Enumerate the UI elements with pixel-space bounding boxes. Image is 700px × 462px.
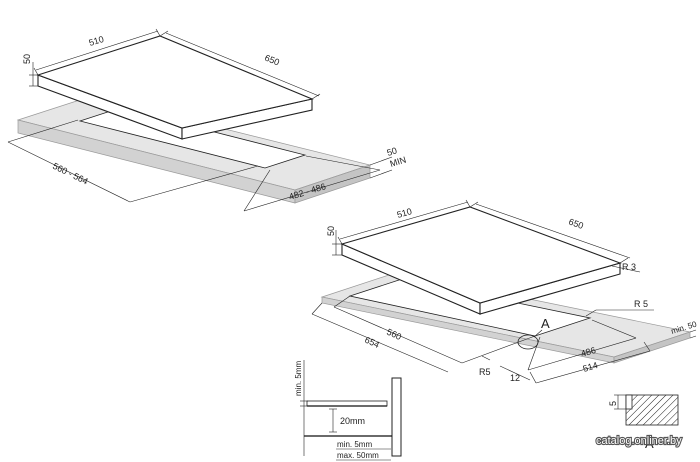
bottom-detail-marker-label: A <box>541 316 550 331</box>
top-dim-width-label: 510 <box>88 34 105 48</box>
detail-a-marker-label: A <box>645 436 654 451</box>
top-dim-height-label: 50 <box>22 54 32 64</box>
top-min-clearance: 50 MIN <box>369 145 408 179</box>
watermark: catalog.onliner.by <box>596 435 682 447</box>
bottom-edge-offset: 12 <box>499 365 531 383</box>
top-dim-height: 50 <box>22 54 38 87</box>
top-dim-width: 510 <box>33 28 161 76</box>
bottom-diagram: 510 650 50 R 3 R 5 <box>311 199 698 384</box>
top-min-unit: MIN <box>389 155 408 169</box>
top-countertop <box>16 95 372 204</box>
bottom-dim-counter-depth-label: 654 <box>363 335 381 350</box>
bottom-dim-height: 50 <box>326 226 342 256</box>
section-gap-min-label: min. 5mm <box>337 440 372 449</box>
bottom-radius-corner-label: R 3 <box>622 262 636 272</box>
bottom-radius-cutout: R 5 <box>585 299 654 317</box>
bottom-dim-counter-width: 514 <box>529 341 651 384</box>
bottom-corner-r5-label: R5 <box>479 367 491 377</box>
bottom-dim-width: 510 <box>337 199 471 245</box>
bottom-radius-cutout-label: R 5 <box>634 299 648 309</box>
top-dim-depth-label: 650 <box>263 53 281 68</box>
section-depth-label: 20mm <box>340 416 365 426</box>
detail-a: 5 A <box>608 394 679 451</box>
section-gap-max-label: max. 50mm <box>337 451 379 460</box>
bottom-dim-depth: 650 <box>469 201 631 264</box>
bottom-dim-cutout-width-label: 486 <box>580 345 597 359</box>
top-min-value: 50 <box>386 145 399 157</box>
bottom-detail-marker: A <box>517 316 550 350</box>
bottom-radius-corner: R 3 <box>611 262 641 273</box>
top-diagram: 510 650 50 560 - 564 482 - 486 <box>7 28 408 212</box>
bottom-dim-width-label: 510 <box>396 206 413 220</box>
bottom-dim-cutout-width: 486 <box>527 319 637 371</box>
bottom-dim-depth-label: 650 <box>567 216 585 231</box>
bottom-dim-height-label: 50 <box>326 226 336 236</box>
section-detail: min. 5mm 20mm min. 5mm max. 50mm <box>294 360 402 461</box>
bottom-hob <box>340 206 622 315</box>
detail-a-thickness-label: 5 <box>608 401 618 406</box>
bottom-dim-counter-width-label: 514 <box>582 360 599 374</box>
top-dim-cutout-depth-label: 560 - 564 <box>51 161 90 187</box>
bottom-corner-r5: R5 <box>479 355 491 377</box>
bottom-edge-offset-label: 12 <box>510 373 520 383</box>
bottom-dim-cutout-depth-label: 560 <box>385 327 403 342</box>
section-top-clearance-label: min. 5mm <box>294 361 303 396</box>
